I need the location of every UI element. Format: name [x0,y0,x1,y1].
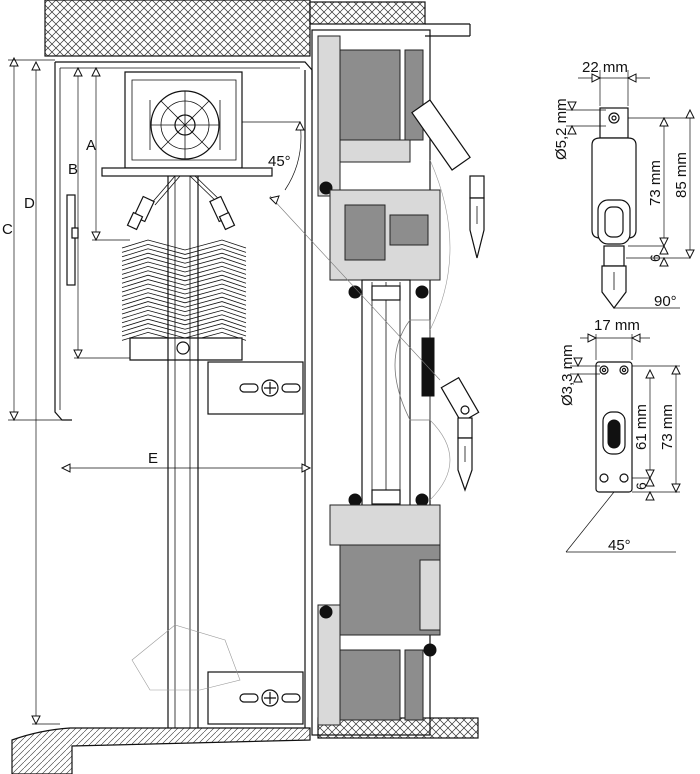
motor-wheel [149,90,221,160]
ceiling-lintel [44,0,471,57]
label-angle-main: 45° [268,153,291,170]
slat [121,279,247,291]
detail-bottom-angle: 45° [608,537,631,554]
slat [121,283,247,295]
slat [121,323,247,335]
slat [121,314,247,326]
slat [121,318,247,330]
slat [121,265,247,277]
window-frame [311,29,451,736]
clip-pendant-lower [440,376,480,492]
floor-sill [11,717,479,774]
slat [121,248,247,260]
slat [121,239,247,251]
detail-top-length-inner: 73 mm [647,160,664,206]
slat [121,243,247,255]
slat [121,274,247,286]
label-d: D [24,195,35,212]
detail-bottom-length-inner: 61 mm [633,404,650,450]
detail-top-hole: Ø5,2 mm [553,98,570,160]
detail-bottom-hole: Ø3,3 mm [559,344,576,406]
slat [121,287,247,299]
cord-connectors [126,175,236,231]
head-box [101,71,273,177]
slat [121,309,247,321]
detail-top [566,70,695,309]
slat [121,292,247,304]
detail-top-labels: 22 mm Ø5,2 mm 73 mm 85 mm 6 90° [553,59,690,310]
bottom-rail [129,337,243,361]
slat [121,305,247,317]
detail-top-angle: 90° [654,293,677,310]
detail-top-offset: 6 [647,254,663,262]
clip-pendant-upper [411,99,485,259]
dimension-lines [8,56,441,726]
slat [121,301,247,313]
slat [121,270,247,282]
slat [121,257,247,269]
mounting-bracket-top [239,379,301,397]
label-e: E [148,450,158,467]
detail-bottom-offset: 6 [633,482,649,490]
label-a: A [86,137,96,154]
slat [121,296,247,308]
detail-bottom [565,333,681,553]
slat [121,252,247,264]
label-c: C [2,221,13,238]
detail-top-width: 22 mm [582,59,628,76]
detail-bottom-length-outer: 73 mm [659,404,676,450]
detail-bottom-labels: 17 mm Ø3,3 mm 61 mm 73 mm 6 45° [559,317,676,554]
detail-bottom-width: 17 mm [594,317,640,334]
slat [121,261,247,273]
label-b: B [68,161,78,178]
mounting-bracket-bottom [239,689,301,707]
slat-stack [121,239,247,343]
dimension-labels: A B C D E 45° [2,137,291,467]
detail-top-length-outer: 85 mm [673,152,690,198]
